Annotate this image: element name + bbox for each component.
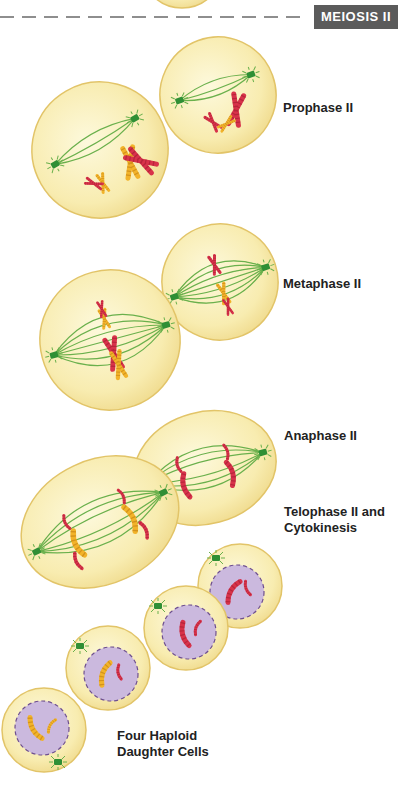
illustration-part — [123, 107, 147, 130]
illustration-part — [175, 458, 181, 472]
illustration-part — [224, 445, 230, 459]
illustration-part — [48, 302, 172, 378]
illustration-part — [162, 605, 216, 659]
illustration-part — [252, 442, 274, 462]
illustration-part — [24, 254, 195, 425]
illustration-part — [180, 622, 190, 646]
daughter-cell — [66, 626, 150, 710]
illustration-part — [15, 701, 69, 755]
metaphase-cell-front — [24, 254, 195, 425]
illustration-part — [240, 64, 262, 85]
divider-line — [0, 16, 306, 18]
illustration-part — [49, 754, 67, 770]
illustration-part — [71, 638, 89, 654]
illustration-part — [118, 489, 126, 503]
illustration-part — [125, 149, 156, 173]
illustration-part — [84, 647, 138, 701]
illustration-part — [51, 111, 139, 172]
illustration-part — [209, 255, 220, 274]
stage-label: Telophase II and Cytokinesis — [284, 504, 396, 536]
illustration-part — [27, 472, 172, 571]
illustration-part — [149, 598, 167, 614]
illustration-part — [207, 550, 225, 566]
illustration-part — [85, 178, 102, 189]
illustration-part — [47, 719, 56, 733]
illustration-part — [73, 553, 82, 569]
illustration-part — [62, 515, 70, 529]
daughter-cell — [144, 586, 228, 670]
illustration-part — [99, 662, 110, 686]
illustration-part — [140, 522, 149, 538]
previous-cell — [146, 0, 218, 8]
illustration-part — [2, 688, 86, 772]
illustration-part — [244, 581, 251, 595]
illustration-part — [168, 249, 271, 315]
illustration-part — [218, 116, 234, 131]
illustration-part — [111, 351, 126, 378]
illustration-part — [43, 153, 67, 176]
illustration-part — [226, 461, 236, 485]
illustration-part — [27, 718, 42, 741]
illustration-part — [152, 481, 175, 503]
section-heading: MEIOSIS II — [314, 5, 398, 29]
illustration-part — [43, 345, 65, 365]
illustration-part — [97, 301, 106, 317]
illustration-part — [124, 506, 139, 532]
illustration-part — [205, 114, 221, 132]
prophase-cell-front — [7, 57, 193, 243]
illustration-part — [117, 665, 122, 680]
illustration-part — [142, 433, 268, 503]
illustration-part — [168, 90, 190, 111]
illustration-part — [194, 621, 201, 635]
illustration-part — [225, 580, 240, 603]
illustration-part — [223, 299, 232, 315]
stage-label: Metaphase II — [283, 276, 397, 292]
illustration-part — [66, 626, 150, 710]
illustration-part — [70, 531, 85, 557]
stage-label: Anaphase II — [284, 428, 396, 444]
stage-label: Prophase II — [283, 100, 397, 116]
illustration-part — [0, 431, 201, 613]
illustration-part — [25, 541, 48, 563]
stage-label: Four Haploid Daughter Cells — [117, 728, 227, 760]
illustration-part — [155, 315, 177, 335]
illustration-part — [168, 249, 271, 315]
illustration-part — [7, 57, 193, 243]
illustration-part — [180, 474, 190, 498]
daughter-cell — [2, 688, 86, 772]
illustration-part — [255, 257, 277, 278]
anaphase-cell-front — [0, 431, 201, 613]
illustration-part — [144, 586, 228, 670]
